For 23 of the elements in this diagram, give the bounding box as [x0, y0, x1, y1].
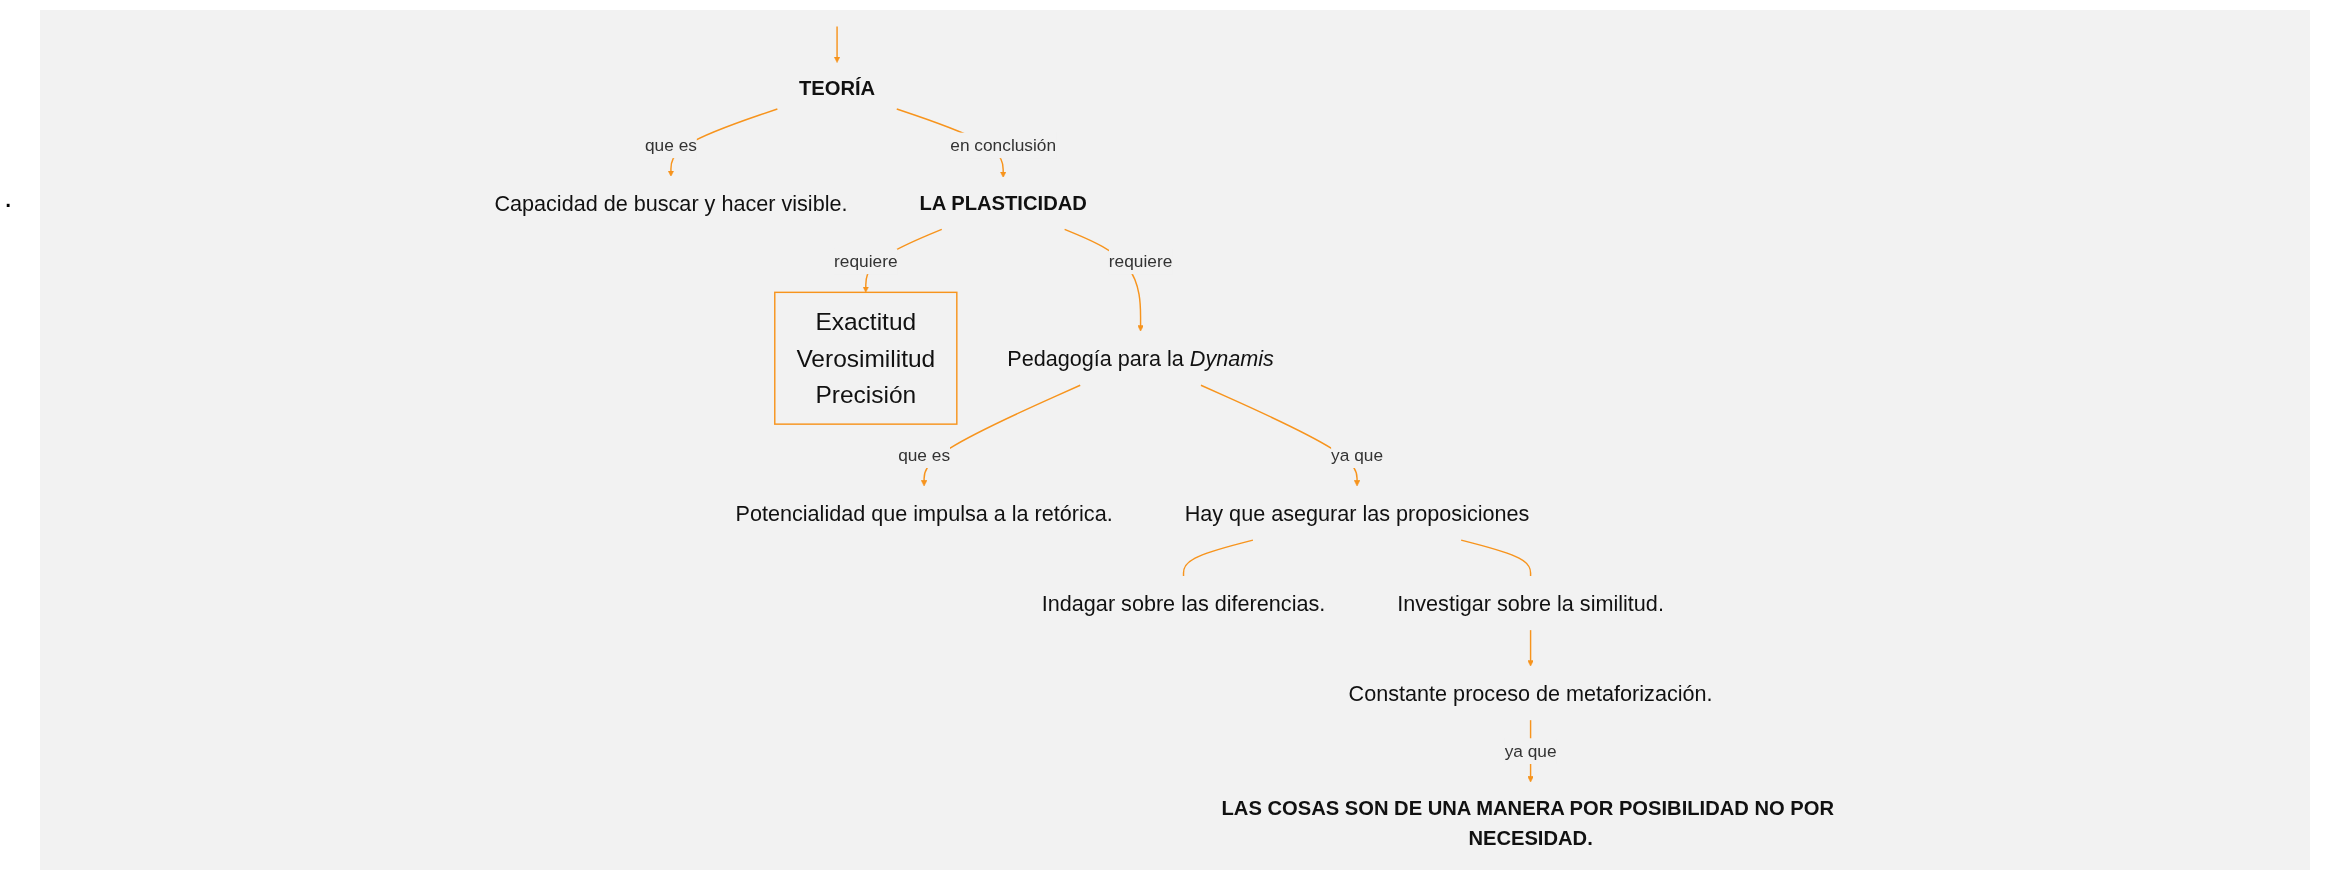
- arrow: [834, 25, 841, 63]
- node-text: Constante proceso de metaforización.: [1349, 681, 1714, 706]
- connector: [1183, 539, 1255, 577]
- arrow: [1527, 629, 1535, 667]
- edge-label: requiere: [1109, 251, 1173, 271]
- node-text: Investigar sobre la similitud.: [1397, 591, 1665, 616]
- edge-label: en conclusión: [950, 135, 1057, 155]
- node-text: Hay que asegurar las proposiciones: [1185, 501, 1530, 525]
- edge-label: ya que: [1505, 741, 1557, 761]
- node-text: Potencialidad que impulsa a la retórica.: [735, 501, 1114, 525]
- node-text: Indagar sobre las diferencias.: [1042, 591, 1326, 616]
- node-box: Exactitud Verosimilitud Precisión: [774, 291, 958, 425]
- edge-label: requiere: [834, 251, 898, 271]
- connector: [1460, 539, 1532, 577]
- stray-mark: .: [4, 180, 13, 213]
- edge-label: que es: [645, 135, 698, 155]
- node-text: LAS COSAS SON DE UNA MANERA POR POSIBILIDAD NO POR NECESIDAD.: [1221, 796, 1835, 850]
- node-text: Pedagogía para la Dynamis: [1007, 346, 1275, 371]
- edge-label: que es: [898, 445, 951, 465]
- node-text: LA PLASTICIDAD: [919, 191, 1088, 215]
- node-text: Capacidad de buscar y hacer visible.: [494, 191, 848, 216]
- edge-label: ya que: [1331, 445, 1384, 465]
- node-text: TEORÍA: [799, 76, 876, 100]
